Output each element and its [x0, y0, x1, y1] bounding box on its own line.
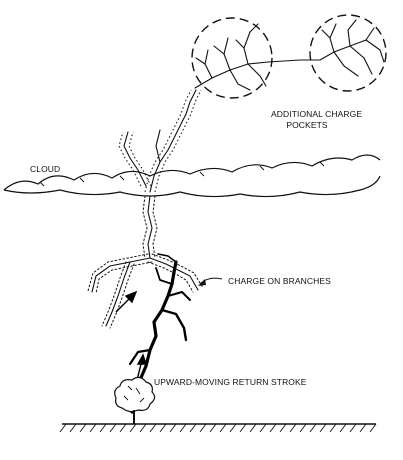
upward-return-stroke-label: UPWARD-MOVING RETURN STROKE — [154, 377, 307, 387]
additional-charge-label-line2: POCKETS — [286, 120, 328, 130]
charge-on-branches-label: CHARGE ON BRANCHES — [228, 276, 331, 286]
upper-leader-channel — [124, 90, 196, 192]
tree-icon — [115, 377, 155, 424]
lower-hatched-channel — [143, 196, 157, 258]
cloud-outline — [4, 155, 380, 197]
upward-arrows — [116, 292, 146, 384]
labels: ADDITIONAL CHARGE POCKETS CLOUD CHARGE O… — [30, 109, 362, 387]
cloud-label: CLOUD — [30, 164, 60, 174]
charge-pocket-circle-left — [192, 18, 272, 98]
charge-pockets — [192, 15, 386, 98]
ground — [60, 424, 376, 432]
charge-pocket-branches — [195, 20, 384, 90]
additional-charge-label-line1: ADDITIONAL CHARGE — [271, 109, 362, 119]
charge-pocket-circle-right — [310, 15, 386, 91]
upward-arrow-upper — [116, 292, 136, 312]
charged-side-branches — [88, 254, 203, 328]
